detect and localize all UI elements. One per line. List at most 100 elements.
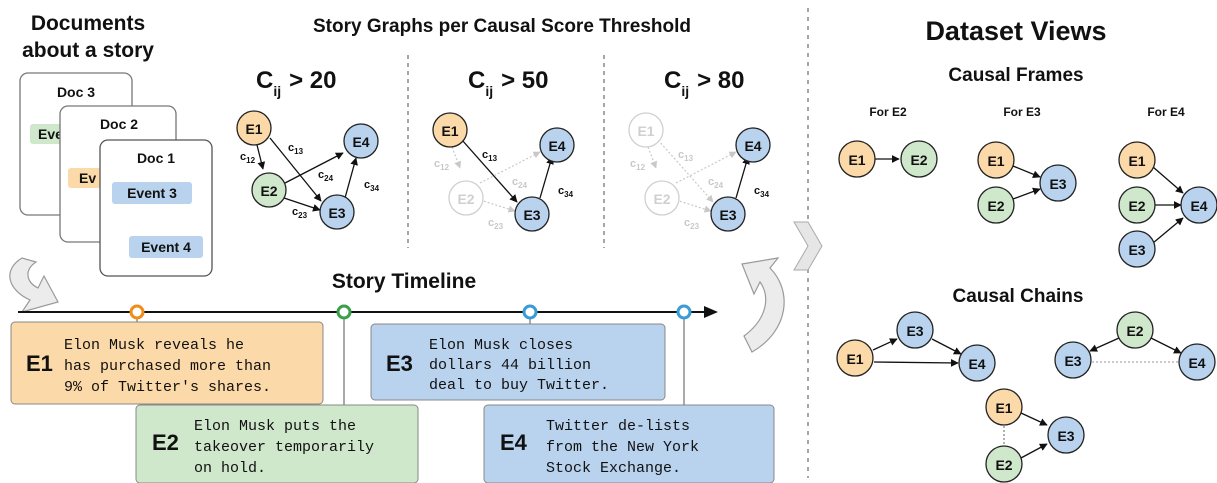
svg-text:E1: E1 xyxy=(848,152,865,168)
timeline-marker-e4 xyxy=(676,304,692,320)
svg-text:takeover temporarily: takeover temporarily xyxy=(194,439,374,456)
timeline-heading: Story Timeline xyxy=(332,270,476,293)
svg-text:E2: E2 xyxy=(987,198,1004,214)
svg-text:E3: E3 xyxy=(1128,242,1145,258)
documents-heading-1: Documents xyxy=(31,12,145,35)
curved-arrow-down-icon xyxy=(9,257,59,314)
svg-text:E2: E2 xyxy=(1128,198,1145,214)
svg-text:from the New York: from the New York xyxy=(546,439,699,456)
svg-text:E1: E1 xyxy=(637,123,654,139)
svg-text:c13: c13 xyxy=(288,142,304,156)
svg-text:E4: E4 xyxy=(548,138,565,154)
chain-1: E1 E3 E4 xyxy=(836,311,996,382)
svg-text:E3: E3 xyxy=(523,207,540,223)
chain-2: E2 E3 E4 xyxy=(1054,311,1216,381)
svg-text:c12: c12 xyxy=(630,158,646,172)
svg-text:c13: c13 xyxy=(482,149,498,163)
svg-text:c23: c23 xyxy=(488,217,504,231)
event-id: E3 xyxy=(386,351,413,376)
doc-1: Doc 1 Event 3 Event 4 xyxy=(99,139,213,277)
curved-arrow-up-icon xyxy=(741,257,785,353)
chevron-right-icon xyxy=(793,221,823,271)
timeline-marker-e2 xyxy=(336,304,352,320)
svg-text:Elon Musk puts the: Elon Musk puts the xyxy=(194,418,356,435)
svg-text:c24: c24 xyxy=(512,176,528,190)
svg-text:E1: E1 xyxy=(441,123,458,139)
svg-text:on hold.: on hold. xyxy=(194,460,266,477)
chain-3: E1 E2 E3 xyxy=(985,388,1085,483)
frame-e2: E1 E2 xyxy=(838,140,938,178)
svg-text:E4: E4 xyxy=(352,134,369,150)
svg-text:E4: E4 xyxy=(1188,355,1205,371)
svg-text:E3: E3 xyxy=(906,323,923,339)
graph-panel-80: Cij> 80 E1 E2 E3 E4 c12 c13 c24 c23 c34 xyxy=(628,67,771,232)
svg-text:E2: E2 xyxy=(260,183,277,199)
svg-text:E2: E2 xyxy=(653,191,670,207)
svg-text:c23: c23 xyxy=(292,206,308,220)
svg-text:E3: E3 xyxy=(328,205,345,221)
causal-frames-heading: Causal Frames xyxy=(948,65,1083,86)
svg-text:E1: E1 xyxy=(245,121,262,137)
svg-text:9% of Twitter's shares.: 9% of Twitter's shares. xyxy=(64,379,271,396)
svg-text:E2: E2 xyxy=(457,191,474,207)
dataset-heading: Dataset Views xyxy=(925,16,1106,46)
svg-text:has purchased more than: has purchased more than xyxy=(64,358,271,375)
frame-label-e3: For E3 xyxy=(1003,105,1041,119)
svg-text:E1: E1 xyxy=(1128,153,1145,169)
svg-text:E4: E4 xyxy=(1190,198,1207,214)
event-id: E2 xyxy=(152,430,179,455)
svg-text:E3: E3 xyxy=(1049,176,1066,192)
svg-text:c34: c34 xyxy=(754,185,770,199)
graphs-heading: Story Graphs per Causal Score Threshold xyxy=(313,16,691,37)
svg-text:E1: E1 xyxy=(995,400,1012,416)
svg-text:c34: c34 xyxy=(364,179,380,193)
timeline-marker-e1 xyxy=(129,304,145,320)
svg-text:c13: c13 xyxy=(678,149,694,163)
svg-text:E3: E3 xyxy=(1064,353,1081,369)
svg-text:E3: E3 xyxy=(1057,428,1074,444)
svg-text:c24: c24 xyxy=(708,176,724,190)
svg-text:c23: c23 xyxy=(684,217,700,231)
svg-text:dollars 44 billion: dollars 44 billion xyxy=(429,357,591,374)
svg-text:E2: E2 xyxy=(995,457,1012,473)
svg-text:c24: c24 xyxy=(318,169,334,183)
threshold-label: Cij> 80 xyxy=(664,67,745,99)
doc-1-title: Doc 1 xyxy=(137,150,175,166)
svg-text:deal to buy Twitter.: deal to buy Twitter. xyxy=(429,377,609,394)
event-card-e4: E4 Twitter de-lists from the New York St… xyxy=(483,404,775,483)
svg-text:E3: E3 xyxy=(719,207,736,223)
svg-text:c34: c34 xyxy=(558,185,574,199)
svg-text:Elon Musk reveals he: Elon Musk reveals he xyxy=(64,337,244,354)
svg-text:Elon Musk closes: Elon Musk closes xyxy=(429,337,573,354)
frame-e4: E1 E2 E3 E4 xyxy=(1118,141,1217,268)
doc-1-event-4: Event 4 xyxy=(141,239,191,255)
event-id: E1 xyxy=(26,351,53,376)
svg-text:E4: E4 xyxy=(744,138,761,154)
doc-2-event: Ev xyxy=(79,170,96,186)
svg-text:Twitter de-lists: Twitter de-lists xyxy=(546,418,690,435)
frame-label-e4: For E4 xyxy=(1147,105,1185,119)
graph-panel-20: Cij> 20 E1 E2 E3 E4 c12 c13 c24 c23 c34 xyxy=(236,67,380,230)
graph-panel-50: Cij> 50 E1 E2 E3 E4 c12 c13 c24 c23 c34 xyxy=(432,67,575,232)
doc-1-event-3: Event 3 xyxy=(127,185,177,201)
documents-heading-2: about a story xyxy=(22,39,154,62)
threshold-label: Cij> 50 xyxy=(468,67,549,99)
event-id: E4 xyxy=(500,430,528,455)
frame-e3: E1 E2 E3 xyxy=(977,141,1077,224)
svg-text:c12: c12 xyxy=(240,151,256,165)
event-card-e2: E2 Elon Musk puts the takeover temporari… xyxy=(135,404,419,483)
svg-text:E1: E1 xyxy=(846,351,863,367)
svg-text:E1: E1 xyxy=(987,153,1004,169)
svg-text:c12: c12 xyxy=(434,158,450,172)
svg-text:E2: E2 xyxy=(1126,323,1143,339)
frame-label-e2: For E2 xyxy=(869,105,907,119)
doc-3-event: Eve xyxy=(38,126,63,142)
svg-text:E4: E4 xyxy=(968,356,985,372)
svg-text:Stock Exchange.: Stock Exchange. xyxy=(546,460,681,477)
event-card-e1: E1 Elon Musk reveals he has purchased mo… xyxy=(10,321,324,405)
doc-2-title: Doc 2 xyxy=(100,116,138,132)
doc-3-title: Doc 3 xyxy=(57,84,95,100)
threshold-label: Cij> 20 xyxy=(256,67,337,99)
timeline-marker-e3 xyxy=(522,304,538,320)
